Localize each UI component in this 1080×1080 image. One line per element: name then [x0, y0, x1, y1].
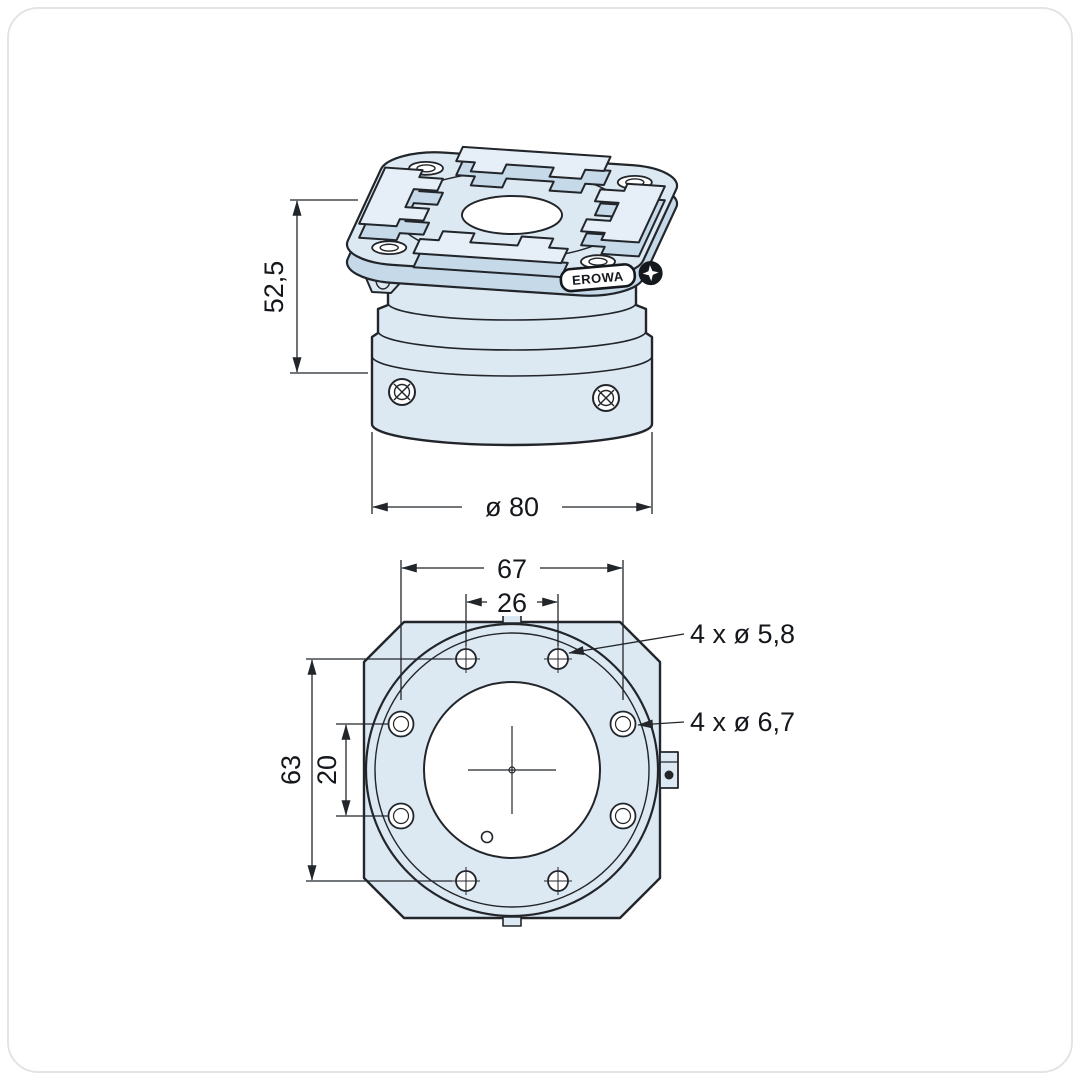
large-holes-callout-label: 4 x ø 6,7 [690, 707, 795, 737]
front-diameter-dim-gap [462, 490, 562, 522]
small-bolt-holes [452, 645, 572, 895]
clamp-jaws-top [347, 142, 676, 267]
bolt-hole [387, 802, 415, 830]
plan-height-dim-label: 63 [276, 755, 306, 785]
bolt-hole [609, 802, 637, 830]
front-view: EROWA 52,5 ø 80 [259, 142, 686, 522]
plan-inner-width-dim-gap [487, 588, 537, 616]
front-height-dimension [290, 199, 368, 374]
adapter-screw-right [592, 384, 620, 412]
adapter-screw-left [388, 378, 416, 406]
plan-inner-width-dim-label: 26 [497, 588, 527, 618]
plan-width-dim-gap [484, 553, 540, 583]
bolt-hole [452, 645, 480, 673]
plate-corner-screws [370, 161, 655, 269]
large-bolt-holes [387, 710, 637, 830]
front-diameter-dim-label: ø 80 [485, 492, 539, 522]
page-border [7, 7, 1073, 1073]
plan-view: 67 26 63 20 4 x ø 5,8 4 x ø 6,7 [276, 553, 795, 927]
small-holes-callout-label: 4 x ø 5,8 [690, 619, 795, 649]
outer-diameter-circle [364, 622, 660, 918]
front-height-dim-label: 52,5 [259, 261, 289, 314]
secondary-circle [374, 632, 650, 908]
pin-hole [480, 830, 494, 844]
side-lug [659, 751, 679, 789]
center-cross [468, 726, 556, 814]
body-rim-arc-upper [387, 302, 637, 321]
large-holes-leader-line [637, 719, 685, 729]
bolt-hole [452, 867, 480, 895]
brand-badge-plate [559, 263, 637, 293]
body-joint-arc [371, 355, 653, 377]
body-rim-arc-band [377, 330, 647, 351]
plan-inner-height-dimension [336, 723, 388, 817]
bolt-hole [544, 645, 572, 673]
bolt-hole [387, 710, 415, 738]
brand-label: EROWA [571, 269, 624, 288]
plan-height-dimension [306, 658, 452, 882]
brand-star-icon [642, 265, 659, 282]
center-bore [454, 193, 570, 237]
bolt-hole [544, 867, 572, 895]
small-holes-leader-line [568, 633, 685, 656]
brand-badge: EROWA [559, 261, 663, 293]
plan-width-dim-label: 67 [497, 554, 527, 584]
bolt-hole [609, 710, 637, 738]
plan-inner-height-dim-label: 20 [312, 755, 342, 785]
key-mark-bottom [502, 916, 522, 927]
